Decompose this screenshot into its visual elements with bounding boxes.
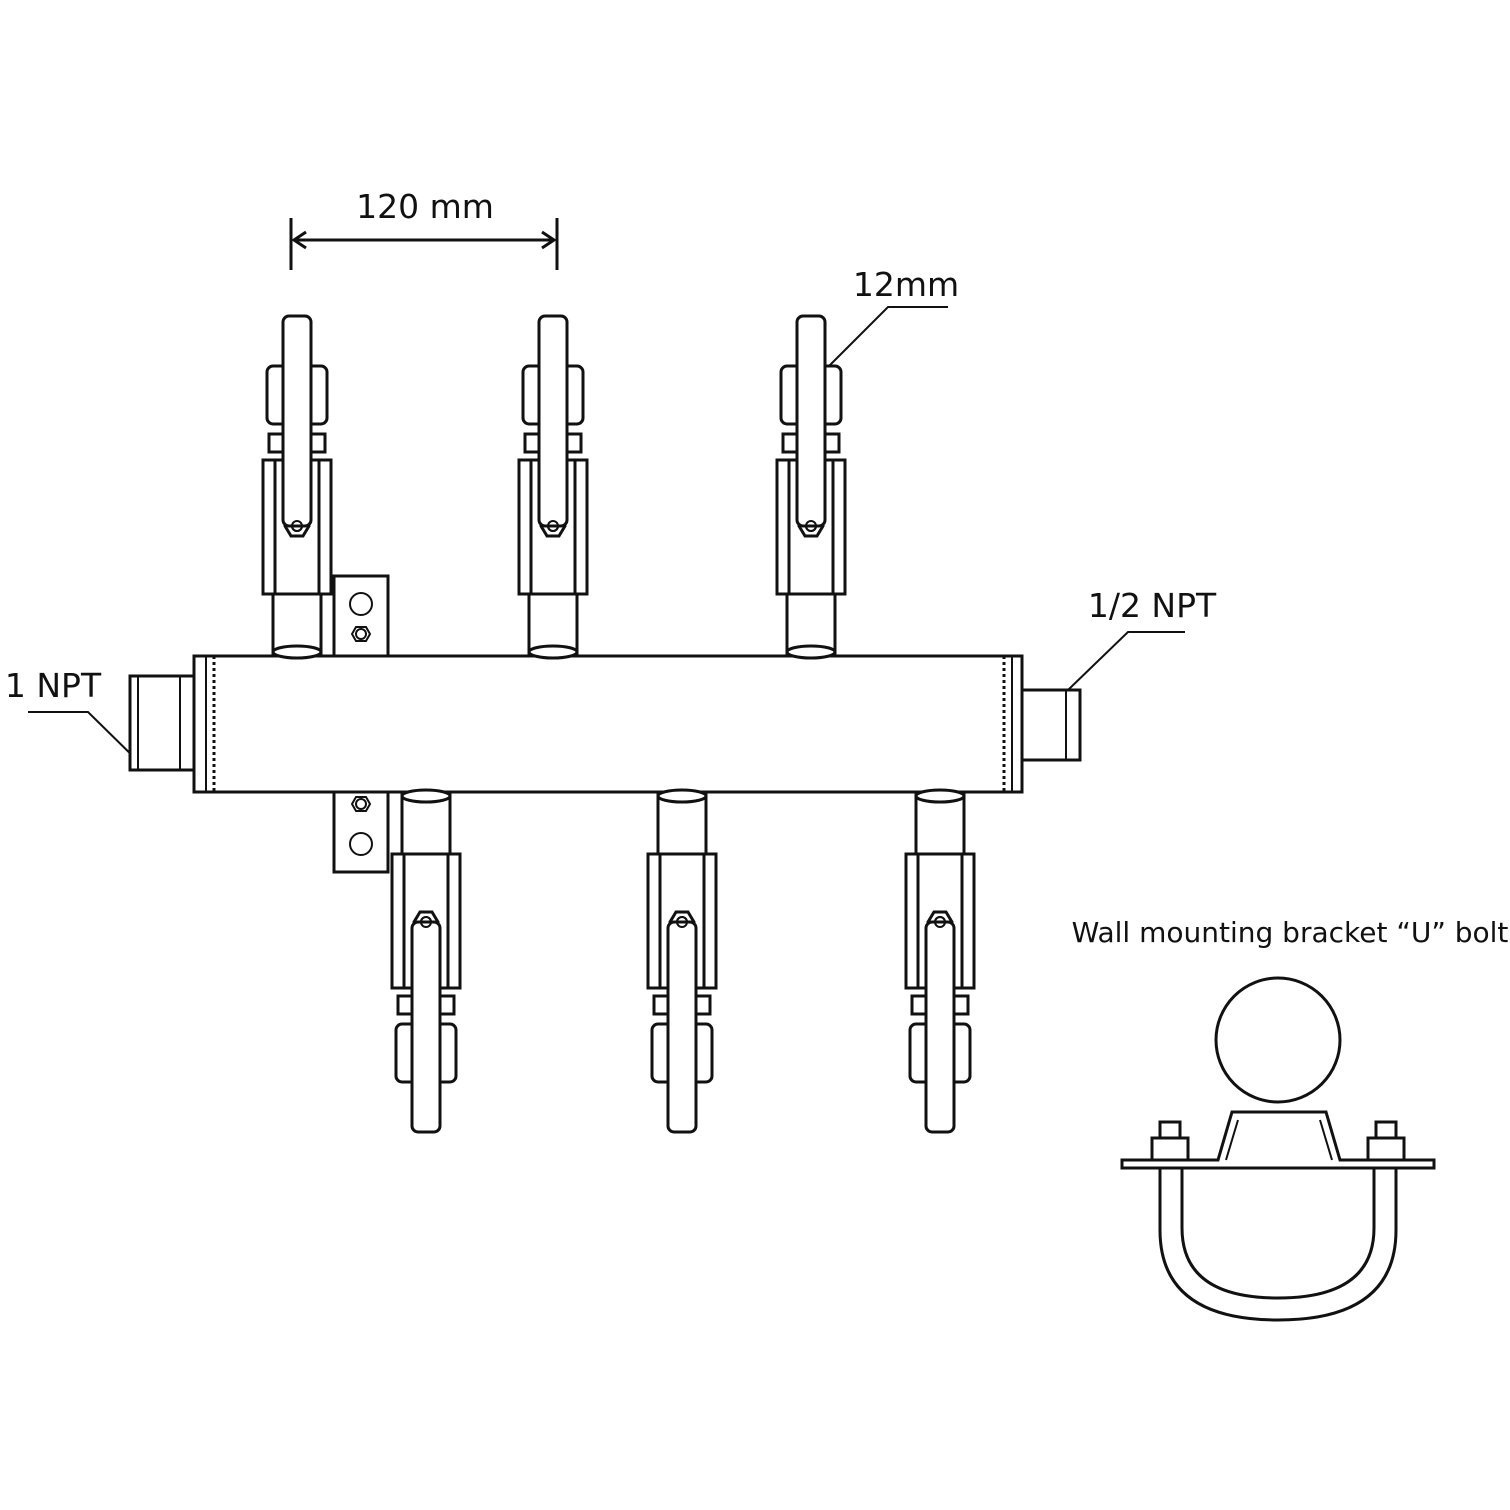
tube-size-callout: 12mm bbox=[827, 265, 959, 368]
mounting-tab-top bbox=[332, 574, 390, 658]
valve-assembly bbox=[904, 788, 976, 1134]
bracket-label: Wall mounting bracket “U” bolt bbox=[1072, 916, 1509, 949]
bracket-nut-right bbox=[1366, 1120, 1406, 1162]
mounting-tab-bottom bbox=[332, 790, 390, 874]
bracket-nut-left bbox=[1150, 1120, 1190, 1162]
tube-size-label: 12mm bbox=[853, 265, 959, 304]
inlet-port-callout: 1 NPT bbox=[5, 666, 146, 769]
outlet-fitting bbox=[1020, 688, 1082, 762]
inlet-fitting bbox=[128, 674, 196, 772]
outlet-port-label: 1/2 NPT bbox=[1088, 586, 1217, 625]
dimension-120mm: 120 mm bbox=[289, 187, 559, 270]
valve-assembly bbox=[775, 314, 847, 660]
bracket-plate bbox=[1120, 1110, 1436, 1170]
outlet-port-callout: 1/2 NPT bbox=[1067, 586, 1217, 691]
pipe-circle bbox=[1214, 976, 1342, 1104]
valve-assembly bbox=[261, 314, 333, 660]
top-valves bbox=[261, 314, 847, 660]
bottom-valves bbox=[390, 788, 976, 1134]
valve-assembly bbox=[517, 314, 589, 660]
u-bolt-bracket: Wall mounting bracket “U” bolt bbox=[1072, 916, 1509, 1322]
u-bolt bbox=[1158, 1168, 1398, 1322]
valve-assembly bbox=[390, 788, 462, 1134]
manifold-body bbox=[192, 654, 1024, 794]
dimension-label: 120 mm bbox=[356, 187, 494, 226]
inlet-port-label: 1 NPT bbox=[5, 666, 102, 705]
valve-assembly bbox=[646, 788, 718, 1134]
